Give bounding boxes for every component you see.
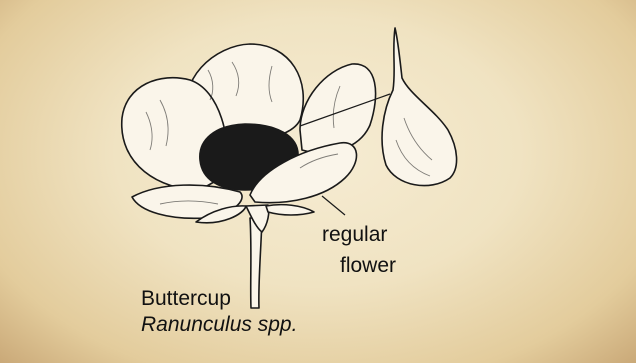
label-flower: flower: [340, 254, 396, 278]
seed-achene: [382, 28, 457, 186]
label-regular: regular: [322, 223, 387, 247]
label-scientific-name: Ranunculus spp.: [141, 313, 297, 337]
petal-back-right: [300, 64, 376, 153]
sepal-right: [266, 205, 314, 215]
label-common-name: Buttercup: [141, 287, 231, 311]
label-pointer-line: [322, 196, 345, 215]
